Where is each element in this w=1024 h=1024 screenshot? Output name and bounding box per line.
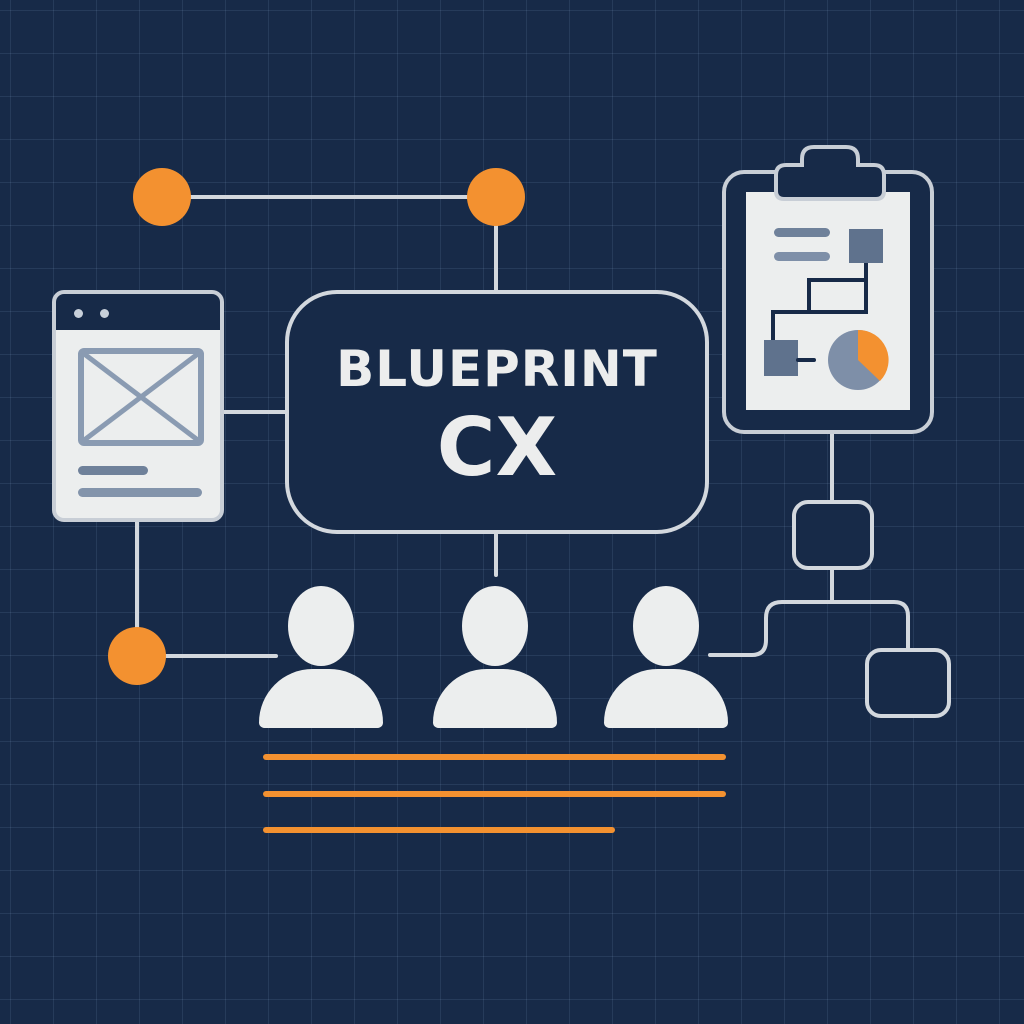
window-dot-icon bbox=[100, 309, 109, 318]
text-line-long bbox=[78, 488, 202, 497]
flow-box-upper bbox=[792, 500, 874, 570]
accent-line-1 bbox=[263, 754, 726, 760]
clipboard-clip-icon bbox=[774, 145, 886, 201]
title-line-1: BLUEPRINT bbox=[336, 340, 658, 398]
flow-box-lower bbox=[865, 648, 951, 718]
title-line-2: CX bbox=[436, 401, 558, 494]
person-icon bbox=[259, 586, 385, 728]
window-dot-icon bbox=[74, 309, 83, 318]
title-box: BLUEPRINT CX bbox=[285, 290, 709, 534]
orange-node-top-right bbox=[467, 168, 525, 226]
browser-window-icon bbox=[52, 290, 224, 522]
accent-line-2 bbox=[263, 791, 726, 797]
person-icon bbox=[433, 586, 559, 728]
orange-node-bottom-left bbox=[108, 627, 166, 685]
image-placeholder-icon bbox=[78, 348, 204, 446]
person-icon bbox=[604, 586, 730, 728]
clipboard-flowchart bbox=[764, 228, 889, 390]
orange-node-top-left bbox=[133, 168, 191, 226]
pie-chart-icon bbox=[828, 329, 889, 390]
text-line-short bbox=[78, 466, 148, 475]
accent-line-3 bbox=[263, 827, 615, 833]
browser-title-bar bbox=[56, 294, 220, 330]
